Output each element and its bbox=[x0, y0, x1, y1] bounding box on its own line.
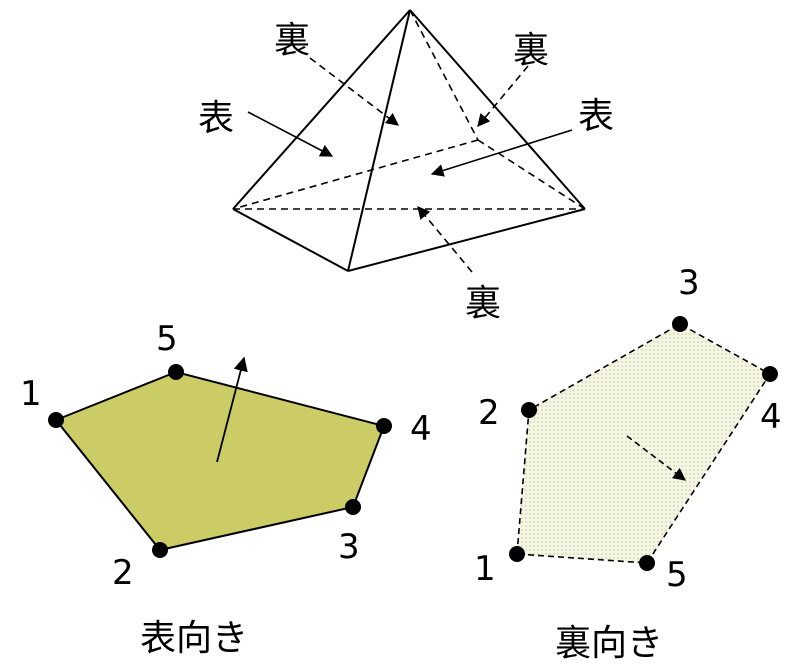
back-vertex-label: 1 bbox=[474, 549, 496, 589]
vertex-dot bbox=[48, 412, 64, 428]
vertex-dot bbox=[345, 499, 361, 515]
back-vertex-label: 2 bbox=[478, 393, 500, 433]
pyramid-hidden-edge bbox=[232, 139, 479, 210]
pyramid-hidden-edge bbox=[409, 9, 479, 141]
vertex-dot bbox=[376, 418, 392, 434]
pyramid-label-bottom-back: 裏 bbox=[465, 283, 501, 324]
front-caption: 表向き bbox=[140, 618, 248, 659]
back-caption: 裏向き bbox=[555, 623, 663, 664]
front-vertex-label: 5 bbox=[156, 319, 178, 359]
pyramid-label-top-right-back: 裏 bbox=[513, 30, 549, 71]
vertex-dot bbox=[509, 546, 525, 562]
pyramid: 裏 裏 表 表 裏 bbox=[198, 9, 614, 324]
pyramid-label-right-front: 表 bbox=[578, 96, 614, 137]
vertex-dot bbox=[639, 555, 655, 571]
back-vertex-label: 3 bbox=[678, 263, 700, 303]
pyramid-label-top-left-back: 裏 bbox=[274, 20, 310, 61]
pyramid-edge bbox=[347, 208, 586, 272]
back-normal-arrow bbox=[626, 435, 687, 481]
back-vertex-label: 4 bbox=[760, 397, 782, 437]
front-vertex-label: 3 bbox=[338, 527, 360, 567]
vertex-dot bbox=[762, 366, 778, 382]
pyramid-edge bbox=[232, 9, 411, 210]
front-polygon-face bbox=[54, 370, 386, 552]
back-arrow bbox=[417, 206, 473, 273]
pyramid-hidden-edge bbox=[477, 139, 586, 210]
vertex-dot bbox=[521, 402, 537, 418]
back-facing-polygon: 1 2 3 4 5 裏向き bbox=[474, 263, 782, 664]
vertex-dot bbox=[152, 542, 168, 558]
vertex-dot bbox=[168, 364, 184, 380]
pyramid-edge bbox=[409, 9, 586, 210]
front-vertex-label: 2 bbox=[112, 553, 134, 593]
back-vertex-label: 5 bbox=[666, 555, 688, 595]
front-arrow bbox=[247, 111, 334, 157]
pyramid-edge bbox=[232, 208, 349, 272]
front-vertex-label: 4 bbox=[410, 409, 432, 449]
front-facing-polygon: 1 2 3 4 5 表向き bbox=[20, 319, 432, 659]
front-vertex-label: 1 bbox=[20, 374, 42, 414]
vertex-dot bbox=[672, 316, 688, 332]
front-arrow bbox=[430, 129, 573, 177]
pyramid-edge bbox=[347, 9, 411, 272]
front-normal-arrow bbox=[216, 356, 248, 463]
back-polygon-face bbox=[516, 323, 772, 564]
back-arrow bbox=[309, 57, 400, 126]
back-arrow bbox=[477, 65, 529, 127]
pyramid-label-left-front: 表 bbox=[198, 98, 234, 139]
